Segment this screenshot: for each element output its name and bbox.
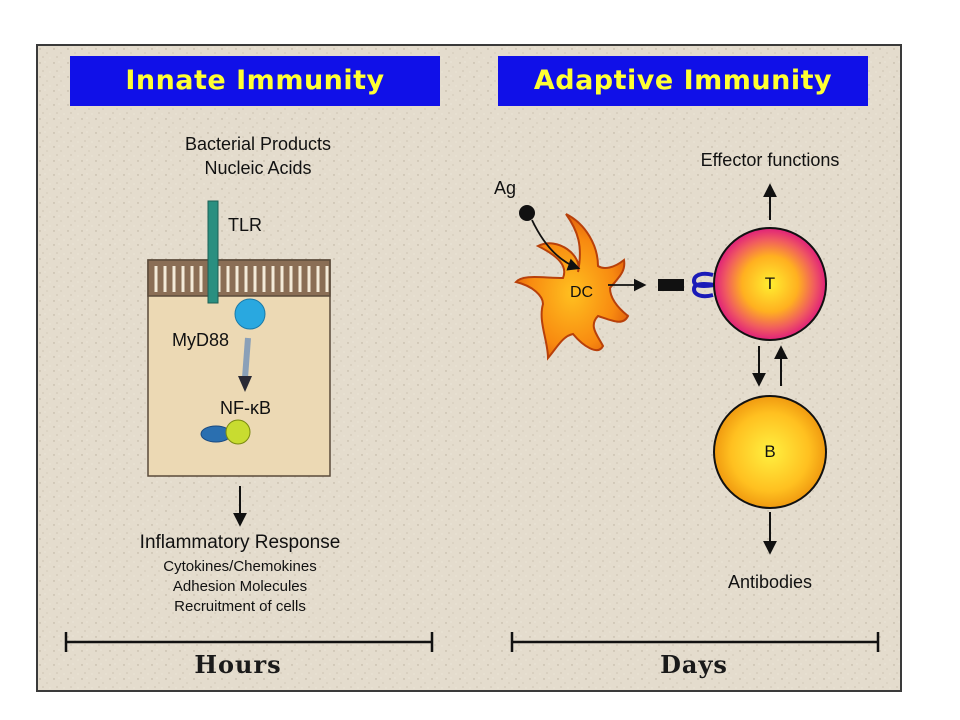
- adaptive-title-banner: Adaptive Immunity: [498, 56, 868, 106]
- stimulus-label-2: Nucleic Acids: [204, 158, 312, 178]
- signal-arrow-head: [238, 376, 252, 392]
- tlr-label: TLR: [228, 215, 263, 235]
- t-cell-receptor: [691, 271, 715, 299]
- inflammatory-response-title: Inflammatory Response: [139, 532, 341, 553]
- membrane-lipids: [154, 266, 329, 292]
- hours-timescale-bar: [64, 632, 434, 652]
- days-timescale-bar: [510, 632, 880, 652]
- response-item: Adhesion Molecules: [172, 578, 308, 595]
- stimulus-label-1: Bacterial Products: [184, 134, 332, 154]
- antigen-label: Ag: [494, 178, 517, 198]
- response-item: Cytokines/Chemokines: [163, 558, 317, 575]
- effector-functions-label: Effector functions: [700, 150, 840, 170]
- t-cell: [713, 227, 827, 341]
- dc-label: DC: [570, 284, 594, 301]
- days-label: Days: [660, 650, 728, 679]
- innate-title-banner: Innate Immunity: [70, 56, 440, 106]
- b-cell-label: B: [764, 442, 776, 461]
- dendritic-cell: [514, 213, 630, 361]
- b-cell: [713, 395, 827, 509]
- hours-label: Hours: [194, 650, 282, 679]
- myd88-label: MyD88: [172, 330, 230, 350]
- slide-panel: Innate Immunity Adaptive Immunity Bacter…: [36, 44, 902, 692]
- response-item: Recruitment of cells: [174, 598, 306, 615]
- nfkb-subunit-2: [225, 419, 251, 445]
- mhc-complex: [658, 279, 684, 291]
- t-cell-label: T: [764, 274, 776, 293]
- antibodies-label: Antibodies: [727, 572, 813, 592]
- signal-arrow-shaft: [242, 337, 251, 379]
- myd88-protein: [234, 298, 266, 330]
- tlr-receptor: [207, 200, 219, 304]
- nfkb-label: NF-κB: [220, 398, 271, 418]
- diagram-canvas: [38, 46, 900, 690]
- antigen-particle: [519, 205, 535, 221]
- antigen-uptake-arrow: [531, 219, 581, 271]
